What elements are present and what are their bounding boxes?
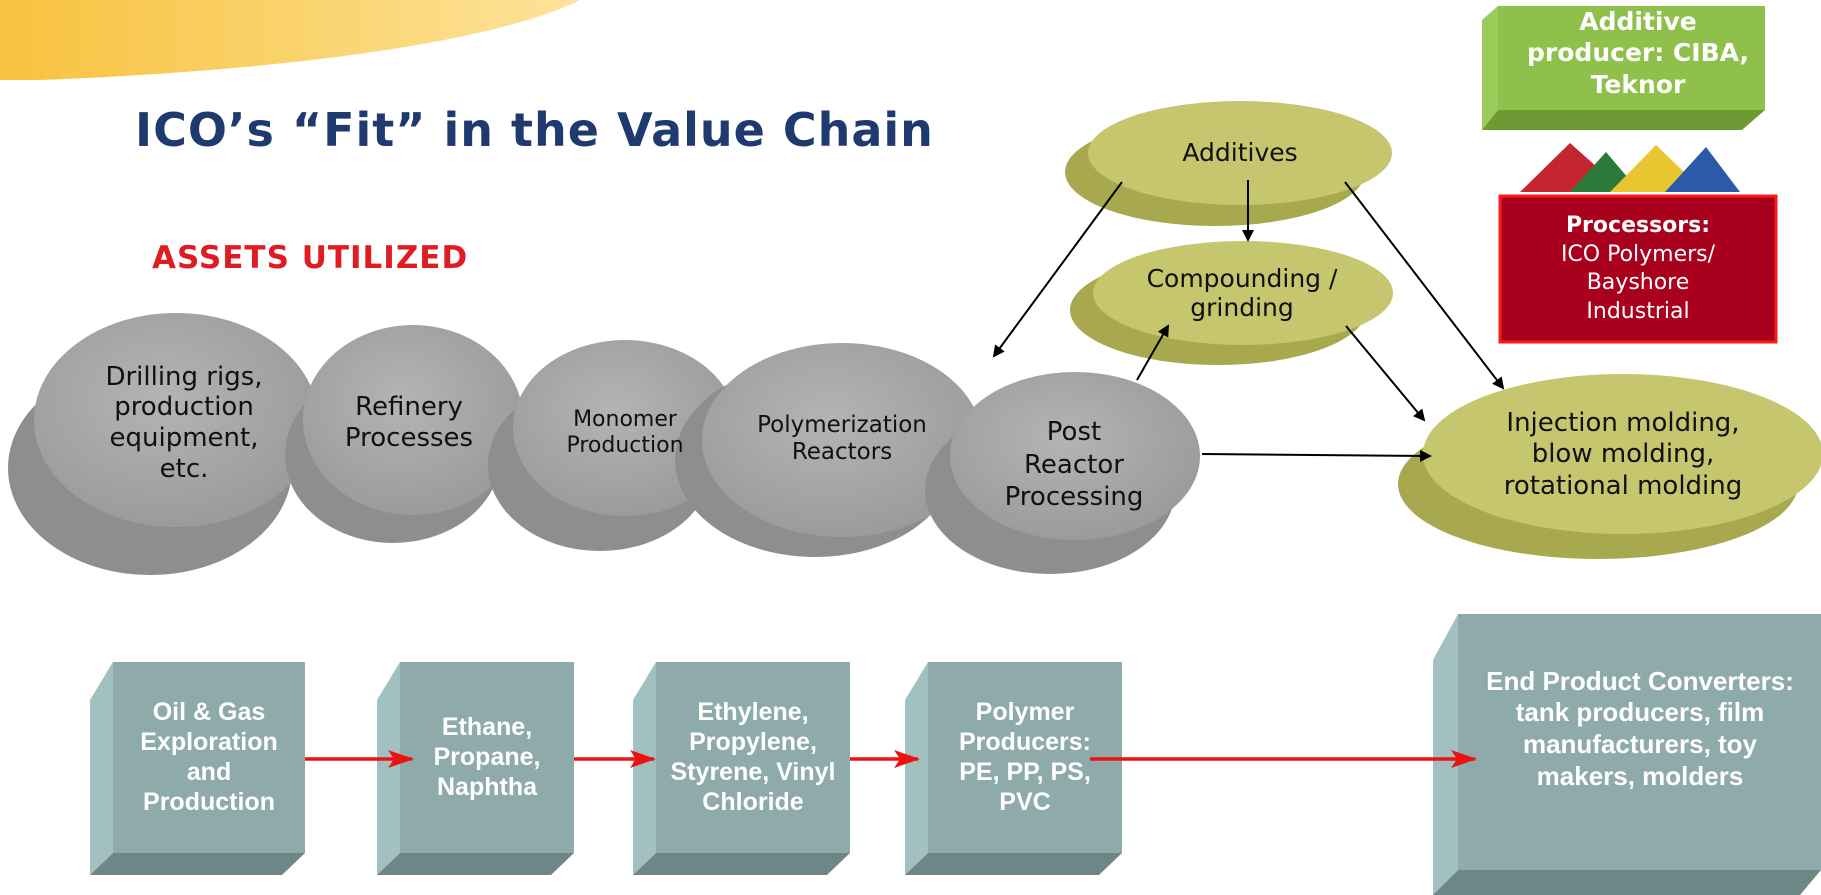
asset-label-post-reactor: Post Reactor Processing: [1004, 417, 1144, 513]
asset-label-monomer: Monomer Production: [566, 407, 684, 458]
chain-box-ethylene-shape: [633, 662, 850, 875]
processors-heading: Processors:: [1565, 213, 1711, 238]
section-subtitle: ASSETS UTILIZED: [152, 240, 469, 276]
additive-producer-box: [1482, 6, 1765, 130]
asset-oval-drilling: [8, 313, 318, 575]
chain-box-polymer-shape: [905, 662, 1122, 875]
chain-label-oil-gas: Oil & Gas Exploration and Production: [140, 698, 278, 816]
asset-label-drilling: Drilling rigs, production equipment, etc…: [105, 361, 263, 484]
asset-oval-polymerization: [675, 343, 982, 557]
arrow-post-reactor-to-compounding: [1136, 324, 1169, 381]
chain-box-end-product-shape: [1433, 614, 1821, 895]
processors-label: Processors: ICO Polymers/ Bayshore Indus…: [1500, 196, 1776, 342]
green-label-additives: Additives: [1182, 138, 1298, 168]
green-oval-additives: [1065, 101, 1392, 226]
arrow-additives-to-post-reactor: [992, 181, 1123, 358]
arrow-additives-to-molding: [1344, 181, 1505, 390]
page-title: ICO’s “Fit” in the Value Chain: [135, 103, 934, 157]
asset-oval-post-reactor: [925, 372, 1200, 574]
chain-label-end-product: End Product Converters: tank producers, …: [1486, 665, 1794, 791]
arrow-post-reactor-to-molding: [1201, 449, 1432, 462]
pigment-image: [1520, 143, 1740, 192]
chain-label-ethane: Ethane, Propane, Naphtha: [433, 713, 541, 801]
green-oval-molding: [1398, 374, 1821, 559]
additive-producer-label: Additive producer: CIBA, Teknor: [1527, 7, 1749, 99]
header-swoosh: [0, 0, 580, 80]
asset-label-polymerization: Polymerization Reactors: [757, 411, 927, 465]
chain-label-polymer: Polymer Producers: PE, PP, PS, PVC: [959, 698, 1091, 816]
chain-box-ethane-shape: [377, 662, 574, 875]
green-label-compounding: Compounding / grinding: [1146, 263, 1338, 323]
asset-label-refinery: Refinery Processes: [344, 392, 474, 453]
green-label-molding: Injection molding, blow molding, rotatio…: [1503, 408, 1743, 501]
chain-label-ethylene: Ethylene, Propylene, Styrene, Vinyl Chlo…: [670, 698, 836, 816]
asset-oval-refinery: [285, 325, 523, 543]
arrow-compounding-to-molding: [1345, 325, 1426, 422]
processors-body: ICO Polymers/ Bayshore Industrial: [1560, 241, 1716, 324]
chain-box-oil-gas-shape: [90, 662, 305, 875]
green-oval-compounding: [1070, 241, 1393, 365]
processors-box: [1498, 194, 1778, 344]
